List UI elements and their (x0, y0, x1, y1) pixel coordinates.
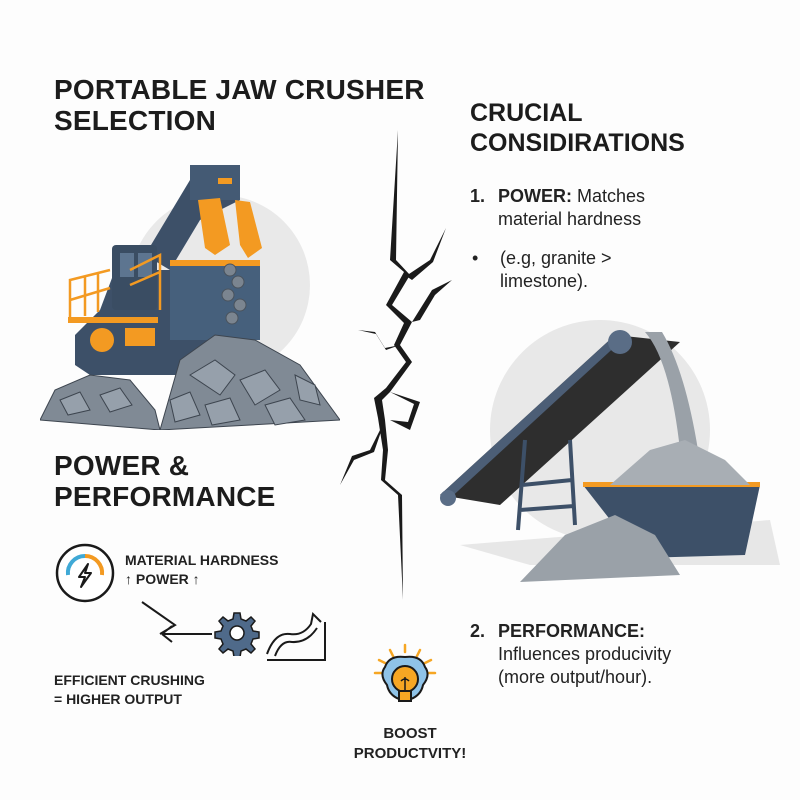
brain-bulb-icon (365, 643, 445, 723)
gauge-bolt-icon (54, 542, 116, 604)
jaw-crusher-illustration (40, 160, 340, 430)
item-text-line1: Influences producivity (498, 644, 672, 664)
item-label: PERFORMANCE: (498, 621, 645, 641)
item-text-line2: material hardness (498, 209, 642, 229)
efficiency-line2: = HIGHER OUTPUT (54, 691, 182, 707)
boost-line2: PRODUCTVITY! (353, 745, 467, 762)
crack-divider (340, 100, 460, 620)
power-performance-title: POWER & PERFORMANCE (54, 450, 276, 512)
main-title: PORTABLE JAW CRUSHER SELECTION (54, 74, 425, 136)
bullet-glyph: • (472, 248, 479, 268)
bullet-text-line2: limestone). (500, 271, 589, 291)
main-title-line2: SELECTION (54, 105, 217, 136)
item-number: 2. (470, 621, 486, 641)
consideration-item-power: 1. POWER: Matches material hardness (470, 185, 770, 231)
considerations-title-line2: CONSIDIRATIONS (470, 129, 685, 157)
bullet-example: • (e.g, granite > limestone). (470, 247, 770, 293)
efficiency-label: EFFICIENT CRUSHING = HIGHER OUTPUT (54, 671, 205, 709)
conveyor-illustration (440, 300, 800, 590)
arrow-left-icon (140, 600, 215, 645)
gear-icon (214, 610, 260, 656)
item-number: 1. (470, 186, 486, 206)
bullet-text-line1: (e.g, granite > (500, 248, 612, 268)
item-text-line1: Matches (577, 186, 646, 206)
efficiency-line1: EFFICIENT CRUSHING (54, 672, 205, 688)
hardness-label-line2: ↑ POWER ↑ (125, 571, 200, 587)
hardness-label-line1: MATERIAL HARDNESS (125, 552, 279, 568)
main-title-line1: PORTABLE JAW CRUSHER (54, 74, 425, 105)
item-label: POWER: (498, 186, 572, 206)
growth-curve-icon (265, 610, 327, 662)
boost-line1: BOOST (383, 725, 437, 742)
considerations-title-line1: CRUCIAL (470, 99, 583, 127)
item-text-line2: (more output/hour). (498, 667, 653, 687)
hardness-power-label: MATERIAL HARDNESS ↑ POWER ↑ (125, 551, 279, 589)
power-performance-title-line2: PERFORMANCE (54, 481, 276, 512)
power-performance-title-line1: POWER & (54, 450, 190, 481)
considerations-title: CRUCIAL CONSIDIRATIONS (470, 98, 685, 158)
boost-productivity-label: BOOST PRODUCTVITY! (340, 724, 480, 764)
consideration-item-performance: 2. PERFORMANCE: Influences producivity (… (470, 620, 790, 689)
